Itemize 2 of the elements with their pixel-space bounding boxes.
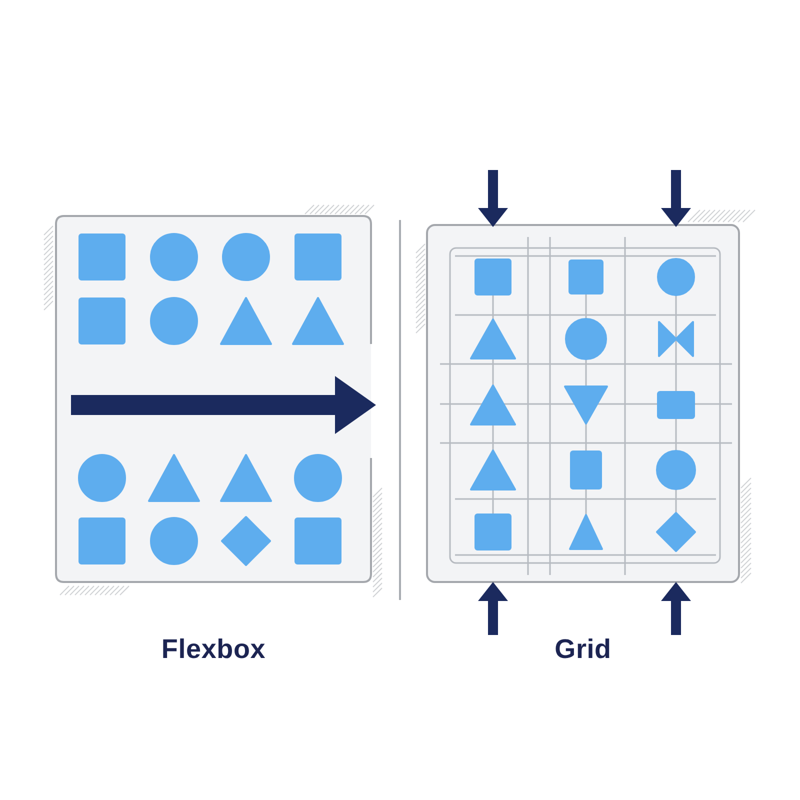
panel-heading: Flexbox <box>161 633 266 665</box>
panel-heading: Grid <box>554 633 612 665</box>
